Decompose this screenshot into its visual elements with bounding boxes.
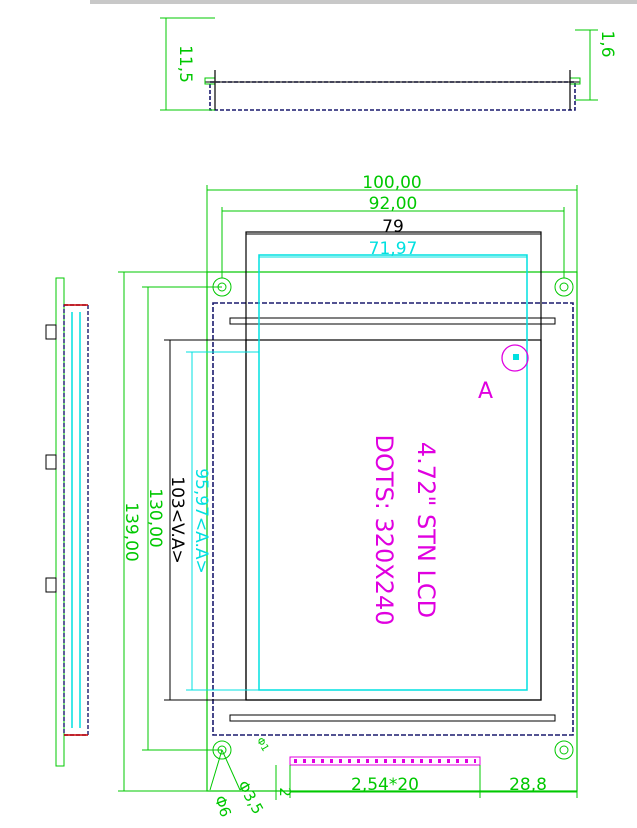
side-panel-left (63, 304, 89, 736)
front-view: A 4.72" STN LCD DOTS: 320X240 (206, 231, 578, 792)
horizontal-dimensions: 100,00 92,00 79 71,97 (206, 173, 578, 278)
side-clip-1 (45, 324, 57, 340)
viewing-width-label: 79 (382, 217, 404, 237)
hole-top-right-icon (554, 277, 574, 297)
bottom-dimensions: 2,54*20 28,8 2 Φ3,5 Φ6 Φ1 (209, 736, 578, 819)
top-slot (229, 317, 556, 325)
active-area-outline (258, 254, 528, 691)
product-size-label: 4.72" STN LCD (412, 442, 440, 618)
pcb-outline (206, 271, 578, 792)
side-view-left (45, 277, 89, 767)
hole-bottom-right-icon (554, 740, 574, 760)
side-height-label: 11,5 (175, 45, 195, 83)
detail-a-marker (513, 354, 519, 360)
detail-a-circle-icon (501, 344, 529, 372)
outline-height-label: 139,00 (121, 502, 141, 561)
side-view-top: 11,5 1,6 (160, 17, 617, 111)
active-height-label: 95,97<A.A> (191, 468, 211, 574)
hole-inner-dia-label: Φ3,5 (234, 778, 267, 818)
side-clip-3 (45, 577, 57, 593)
hole-spacing-width-label: 92,00 (369, 194, 418, 214)
side-panel-body (209, 81, 576, 111)
side-pcb-strip (55, 277, 65, 767)
side-thickness-label: 1,6 (597, 30, 617, 57)
pin-pitch-label: 2,54*20 (351, 775, 419, 795)
detail-a-label: A (478, 379, 493, 404)
side-left-tab (204, 77, 216, 85)
bottom-slot (229, 714, 556, 722)
viewing-window (245, 339, 542, 701)
panel-frame (212, 302, 574, 736)
side-clip-2 (45, 454, 57, 470)
hole-spacing-height-label: 130,00 (145, 488, 165, 547)
pin-offset-label: 28,8 (509, 775, 547, 795)
vertical-dimensions: 139,00 130,00 103<V.A> 95,97<A.A> (118, 271, 259, 792)
product-dots-label: DOTS: 320X240 (370, 434, 398, 625)
active-width-label: 71,97 (369, 239, 418, 259)
pin-dia-label: Φ1 (254, 736, 271, 754)
pin-header (289, 756, 481, 766)
top-scroll-bar (90, 0, 637, 4)
pin-dim-2-label: 2 (276, 787, 294, 797)
hole-outer-dia-label: Φ6 (211, 793, 235, 819)
viewing-height-label: 103<V.A> (167, 476, 187, 563)
outline-width-label: 100,00 (362, 173, 421, 193)
